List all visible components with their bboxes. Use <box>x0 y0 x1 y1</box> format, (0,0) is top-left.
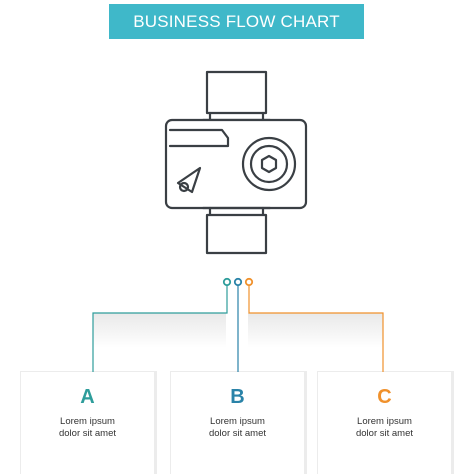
step-text-b: Lorem ipsum dolor sit amet <box>171 416 304 440</box>
title-banner: BUSINESS FLOW CHART <box>109 4 364 39</box>
chart-title: BUSINESS FLOW CHART <box>133 11 340 31</box>
step-text-c-line2: dolor sit amet <box>355 428 414 439</box>
dot-a <box>222 277 232 287</box>
step-letter-b: B <box>230 386 245 408</box>
step-text-a-line1: Lorem ipsum <box>60 416 115 427</box>
action-camera-icon <box>164 70 308 255</box>
step-letter-a: A <box>80 386 95 408</box>
dot-b <box>233 277 243 287</box>
dot-c <box>244 277 254 287</box>
step-text-a-line2: dolor sit amet <box>58 428 117 439</box>
step-card-c: C Lorem ipsum dolor sit amet <box>318 372 451 474</box>
connector-a <box>92 286 228 378</box>
step-letter-c: C <box>377 386 392 408</box>
step-text-b-line1: Lorem ipsum <box>210 416 265 427</box>
connector-lines <box>92 286 384 378</box>
step-card-a: A Lorem ipsum dolor sit amet <box>21 372 154 474</box>
connector-dots <box>222 277 254 287</box>
connector-c <box>248 286 384 378</box>
step-text-c-line1: Lorem ipsum <box>357 416 412 427</box>
step-text-a: Lorem ipsum dolor sit amet <box>21 416 154 440</box>
step-card-b: B Lorem ipsum dolor sit amet <box>171 372 304 474</box>
step-text-c: Lorem ipsum dolor sit amet <box>318 416 451 440</box>
step-text-b-line2: dolor sit amet <box>208 428 267 439</box>
